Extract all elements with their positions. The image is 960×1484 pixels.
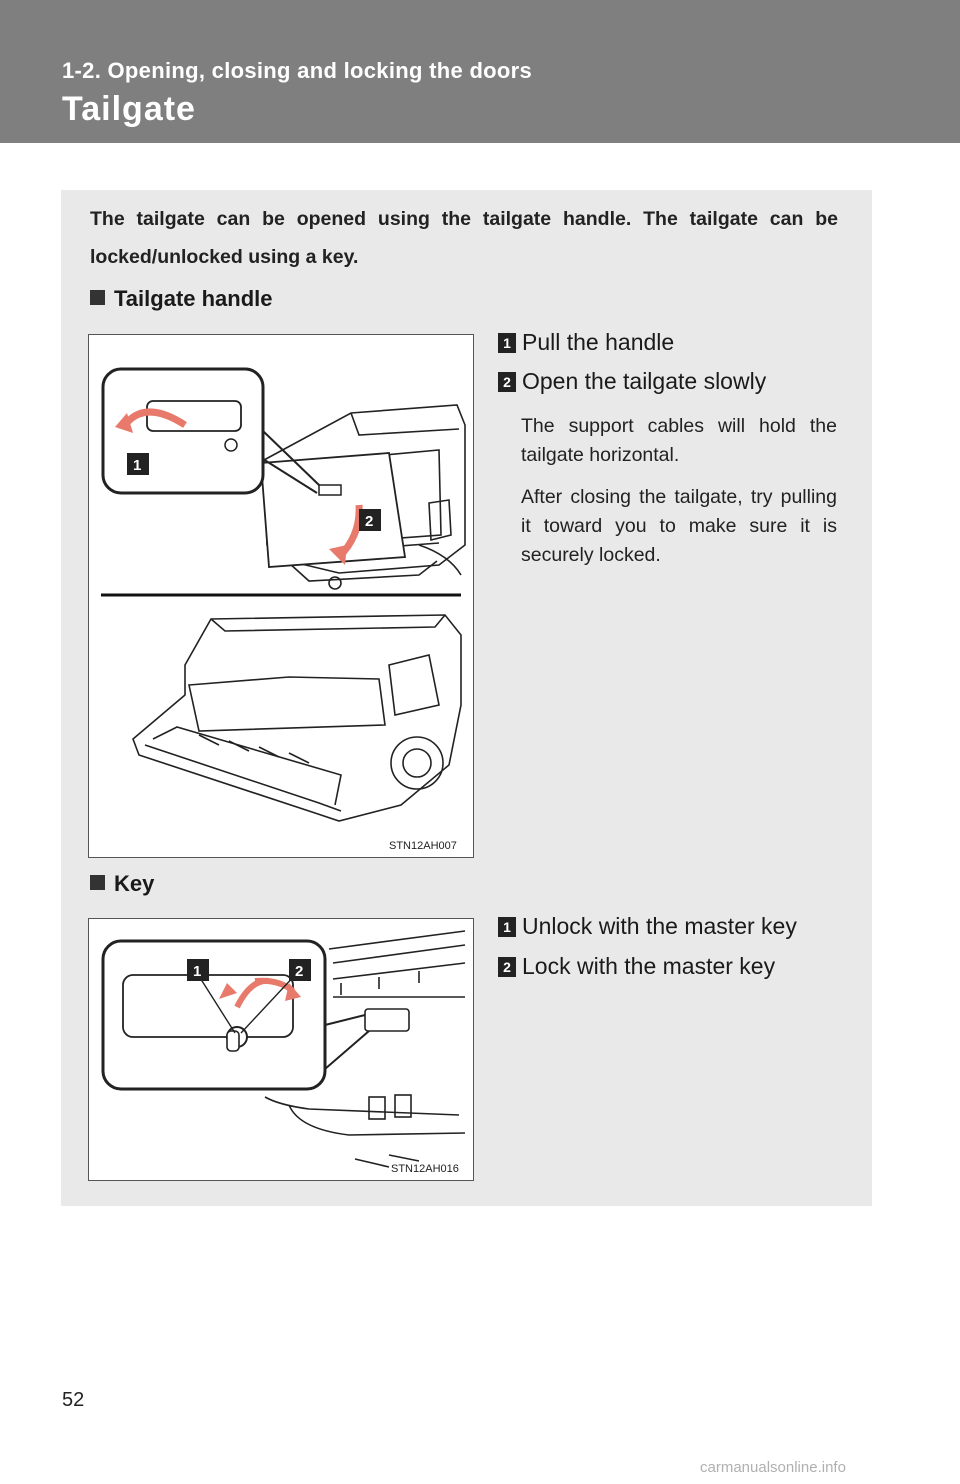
- unlock-arrowhead-icon: [219, 983, 237, 999]
- tailgate-illustration-svg: 1 2 STN12AH007: [101, 367, 466, 852]
- callout-leader-2: [324, 1030, 370, 1070]
- step-open-slowly: 2 Open the tailgate slowly: [498, 368, 766, 395]
- callout-leader: [262, 430, 320, 486]
- marker-1-glyph: 1: [193, 963, 201, 980]
- marker-2-glyph: 2: [365, 513, 373, 530]
- step-text: Open the tailgate slowly: [522, 368, 767, 394]
- handle-small-shape: [364, 1008, 410, 1032]
- step-number-badge: 2: [498, 956, 516, 977]
- figure-code: STN12AH007: [389, 840, 457, 852]
- callout-leader: [324, 1014, 366, 1026]
- square-bullet-icon: [90, 290, 105, 305]
- step-number-badge: 1: [498, 916, 516, 937]
- marker-1-icon: [187, 959, 209, 981]
- marker-2-glyph: 2: [295, 963, 303, 980]
- step-text: Unlock with the master key: [522, 913, 797, 939]
- note-support-cables: The support cables will hold the tailgat…: [521, 415, 837, 466]
- key-head-icon: [226, 1030, 240, 1052]
- callout-leader-2: [262, 458, 318, 494]
- step-unlock-master-key: 1 Unlock with the master key: [498, 913, 797, 940]
- intro-text: The tailgate can be opened using the tai…: [90, 208, 838, 268]
- marker-2-icon: [359, 509, 381, 531]
- keyhole-shape: [224, 438, 238, 452]
- note-check-lock: After closing the tailgate, try pulling …: [521, 486, 837, 566]
- marker-1-glyph: 1: [133, 457, 141, 474]
- tailgate-rear-drawing: [264, 930, 466, 1168]
- square-bullet-icon: [90, 875, 105, 890]
- subheading-label: Key: [114, 871, 155, 896]
- marker-2-icon: [289, 959, 311, 981]
- subheading-label: Tailgate handle: [114, 286, 273, 311]
- tailgate-handle-illustration: 1 2 STN12AH007: [88, 334, 474, 858]
- key-illustration-svg: 1 2 STN12AH016: [101, 930, 466, 1175]
- marker-leaders: [196, 972, 298, 1034]
- figure-code: STN12AH016: [391, 1163, 459, 1175]
- page-header: 1-2. Opening, closing and locking the do…: [0, 0, 960, 143]
- subheading-tailgate-handle: Tailgate handle: [90, 286, 273, 312]
- handle-small-shape: [318, 484, 342, 496]
- key-lock-illustration: 1 2 STN12AH016: [88, 918, 474, 1181]
- step-number-badge: 2: [498, 371, 516, 392]
- step-text: Lock with the master key: [522, 953, 776, 979]
- handle-closeup-shape: [146, 400, 242, 432]
- lower-arrowhead-icon: [329, 545, 347, 565]
- step-pull-handle: 1 Pull the handle: [498, 329, 674, 356]
- step-text: Pull the handle: [522, 329, 675, 355]
- page-title: Tailgate: [62, 90, 196, 128]
- handle-closeup-shape: [122, 974, 294, 1038]
- pull-arrowhead-icon: [115, 413, 133, 433]
- step-lock-master-key: 2 Lock with the master key: [498, 953, 775, 980]
- marker-1-icon: [127, 453, 149, 475]
- step-number-badge: 1: [498, 332, 516, 353]
- section-title: 1-2. Opening, closing and locking the do…: [62, 58, 533, 83]
- lock-arrowhead-icon: [285, 983, 301, 1001]
- subheading-key: Key: [90, 871, 154, 897]
- page-number: 52: [62, 1389, 85, 1411]
- watermark: carmanualsonline.info: [700, 1459, 846, 1476]
- truck-bed-drawing: [132, 614, 462, 822]
